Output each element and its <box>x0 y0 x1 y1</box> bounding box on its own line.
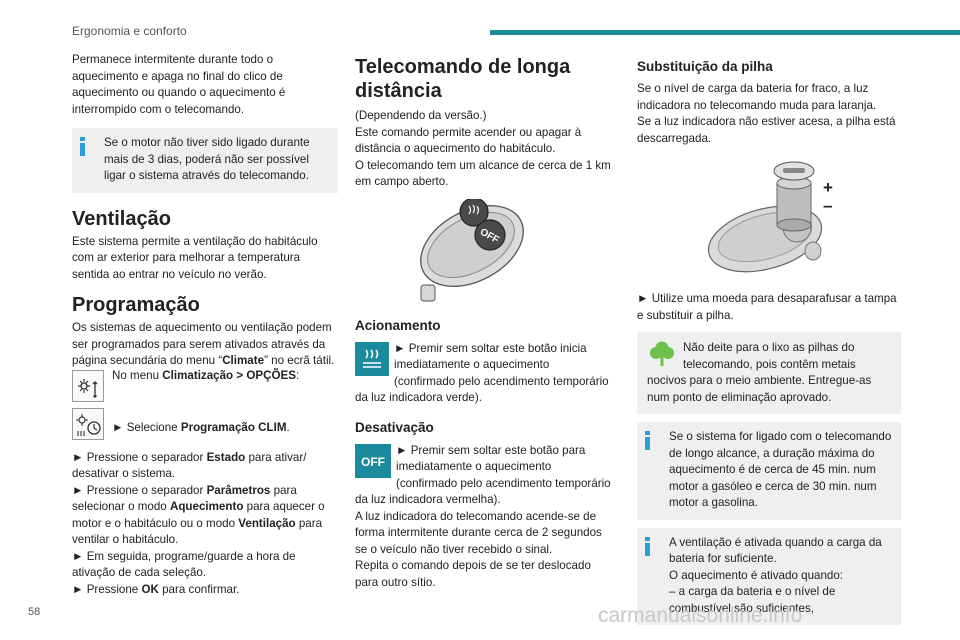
desativacao-block: OFF ► Premir sem soltar este botão para … <box>355 443 613 592</box>
desativacao-text: ► Premir sem soltar este botão para imed… <box>355 443 611 589</box>
info-note-ventilation: A ventilação é ativada quando a carga da… <box>637 527 901 625</box>
desativacao-heading: Desativação <box>355 419 434 435</box>
battery-step: ► Utilize uma moeda para desaparafusar a… <box>637 292 897 322</box>
off-button-icon: OFF <box>355 443 391 478</box>
substituicao-text: Se o nível de carga da bateria for fraco… <box>637 82 896 145</box>
section-title: Ergonomia e conforto <box>72 24 187 38</box>
select-instruction: ► Selecione Programação CLIM. <box>112 420 290 434</box>
climate-programming-icon <box>72 407 104 440</box>
programacao-text: Os sistemas de aquecimento ou ventilação… <box>72 321 335 367</box>
column-left: Permanece intermitente durante todo o aq… <box>72 52 338 598</box>
eco-note: Não deite para o lixo as pilhas do telec… <box>637 332 901 414</box>
ventilacao-heading: Ventilação <box>72 207 171 230</box>
telecomando-intro: (Dependendo da versão.) Este comando per… <box>355 109 611 188</box>
battery-plus-label: + <box>823 178 833 197</box>
ventilacao-text: Este sistema permite a ventilação do hab… <box>72 234 318 281</box>
info-icon <box>645 536 650 556</box>
note-ventilation-text: A ventilação é ativada quando a carga da… <box>669 535 882 615</box>
step-estado: ► Pressione o separador Estado para ativ… <box>72 450 307 481</box>
info-icon <box>645 431 650 450</box>
note-text: Se o motor não tiver sido ligado durante… <box>104 136 310 182</box>
climate-options-icon <box>72 369 104 402</box>
battery-minus-label: – <box>823 196 832 215</box>
step-parametros: ► Pressione o separador Parâmetros para … <box>72 483 325 547</box>
tree-icon <box>650 341 674 366</box>
acionamento-text: ► Premir sem soltar este botão inicia im… <box>355 341 609 405</box>
column-middle: Telecomando de longa distância (Dependen… <box>355 52 613 591</box>
menu-instruction: No menu Climatização > OPÇÕES: <box>112 368 300 382</box>
intro-paragraph: Permanece intermitente durante todo o aq… <box>72 53 286 116</box>
menu-row: No menu Climatização > OPÇÕES: <box>72 368 338 406</box>
acionamento-block: ► Premir sem soltar este botão inicia im… <box>355 341 613 407</box>
select-row: ► Selecione Programação CLIM. <box>72 407 338 444</box>
info-note: Se o motor não tiver sido ligado durante… <box>72 128 338 193</box>
heating-button-icon <box>355 341 389 376</box>
page-number: 58 <box>28 606 41 618</box>
info-note-duration: Se o sistema for ligado com o telecomand… <box>637 422 901 520</box>
remote-control-illustration: OFF <box>355 196 613 309</box>
column-right: Substituição da pilha Se o nível de carg… <box>637 52 901 625</box>
step-confirm: ► Pressione OK para confirmar. <box>72 582 240 596</box>
watermark: carmanualsonline.info <box>598 604 803 627</box>
acionamento-heading: Acionamento <box>355 317 441 333</box>
telecomando-heading: Telecomando de longa distância <box>355 56 571 102</box>
eco-note-text: Não deite para o lixo as pilhas do telec… <box>647 341 872 404</box>
step-program: ► Em seguida, programe/guarde a hora de … <box>72 549 296 580</box>
off-icon-label: OFF <box>361 455 385 469</box>
info-icon <box>80 137 85 156</box>
battery-replacement-illustration: + – <box>637 159 901 283</box>
substituicao-heading: Substituição da pilha <box>637 59 773 74</box>
header-accent-bar <box>490 30 960 35</box>
note-duration-text: Se o sistema for ligado com o telecomand… <box>669 430 892 509</box>
programacao-heading: Programação <box>72 294 200 316</box>
